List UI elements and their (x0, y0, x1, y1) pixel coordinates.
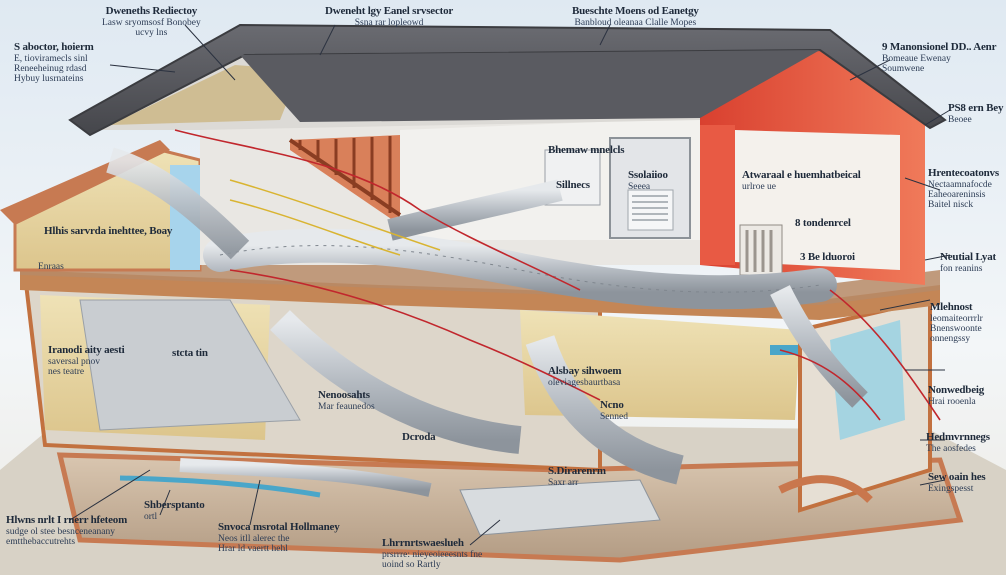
blue-vent (770, 345, 798, 355)
basement-chute (79, 299, 301, 431)
label-top-center: Dweneht lgy Eanel srvsector Ssna rar lop… (325, 5, 454, 28)
label-right-3: Hrentecoatonvs Nectaamnafocde Eaheoareni… (928, 167, 999, 211)
label-bottom-4: Lhrrnrtswaeslueh prsrrre: nieyeoieeesnts… (382, 537, 483, 571)
label-right-2: PS8 ern Bey Beoee (948, 102, 1004, 125)
label-mid-attic-1: Bhemaw mnelcls (548, 144, 625, 156)
label-top-left-1: Dweneths Rediectoy Lasw sryomsosf Bonobe… (102, 5, 201, 39)
label-right-1: 9 Manonsionel DD.. Aenr Bomeaue Ewenay S… (882, 41, 997, 75)
label-basement-5: S.Dirarenrm Saxr arr (548, 465, 606, 488)
wiring (174, 129, 941, 421)
radiator-unit (739, 224, 783, 276)
attic-insulation (110, 65, 300, 125)
label-wall-left-small: Enraas (38, 262, 64, 272)
label-wall-left: Hlhis sarvrda inehttee, Boay (44, 225, 173, 237)
label-mid-right-2: 8 tondenrcel (795, 217, 851, 229)
label-bottom-1: Hlwns nrlt I rnerr hfeteom sudge ol stee… (6, 514, 128, 548)
label-basement-3: Ncno Senned (600, 399, 628, 422)
label-right-4: Neutial Lyat fon reanins (940, 251, 996, 274)
basement-right-cream (520, 310, 800, 420)
label-mid-right-3: 3 Be lduoroi (800, 251, 855, 263)
label-basement-2: Alsbay sihwoem oleviagesbaurtbasa (548, 365, 622, 388)
label-right-7: Hedmvrnnegs The aosfedes (926, 431, 990, 454)
furnace-unit (544, 137, 691, 239)
label-right-6: Nonwedbeig Hrai rooenla (928, 384, 985, 407)
duct-pipe (106, 147, 873, 503)
label-basement-1: Nenoosahts Mar feaunedos (318, 389, 375, 412)
label-mid-right-1: Atwaraal e huemhatbeical urlroe ue (742, 169, 861, 192)
label-left-1: S aboctor, hoierm E, tioviramecls sinl R… (14, 41, 94, 85)
label-mid-attic-2: Sillnecs (556, 179, 590, 191)
label-bottom-2: Shbersptanto ortl (144, 499, 205, 522)
roof-surface (240, 50, 820, 122)
label-right-8: Sew oain hes Exingspesst (928, 471, 986, 494)
basement-box (459, 479, 661, 536)
label-mid-attic-3: Ssolaiioo Seeea (628, 169, 668, 192)
red-pillar (700, 125, 735, 265)
label-bottom-3: Snvoca msrotal Hollmaney Neos itll alere… (218, 521, 340, 555)
leader-lines (69, 24, 951, 546)
label-right-5: Mlehnost leomaiteorrrlr Bnenswoonte onne… (930, 301, 983, 345)
roof (68, 23, 947, 137)
label-basement-4: Dcroda (402, 431, 436, 443)
label-top-right: Bueschte Moens od Eanetgy Banbloud olean… (572, 5, 699, 28)
blue-duct-right (830, 320, 905, 440)
label-lower-left-1: Iranodi aity aesti saversal pnov nes tea… (48, 344, 125, 378)
yellow-wiring (229, 179, 441, 256)
label-lower-left-2: stcta tin (172, 347, 208, 359)
